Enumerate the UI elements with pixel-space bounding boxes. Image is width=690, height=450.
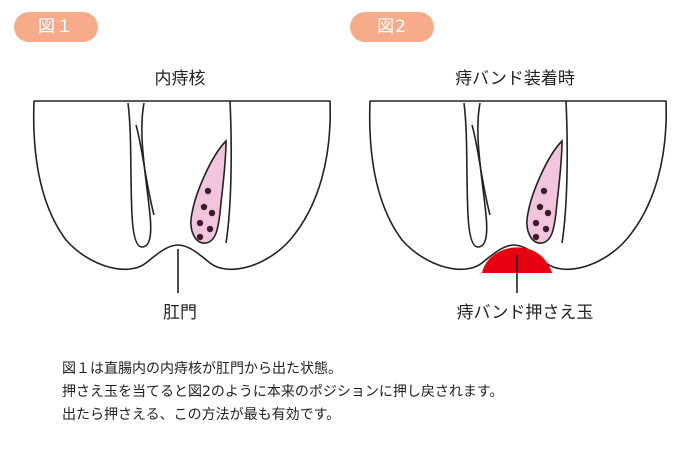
caption-line-2: 押さえ玉を当てると図2のように本来のポジションに押し戻されます。 xyxy=(62,384,504,400)
canal-inner-curve xyxy=(135,124,155,216)
anus-label: 肛門 xyxy=(163,303,197,323)
figure2-diagram xyxy=(368,100,668,293)
figure1-badge: 図１ xyxy=(14,12,98,42)
figure1-diagram xyxy=(32,100,332,293)
figure1-title: 内痔核 xyxy=(154,69,206,89)
caption-line-3: 出たら押さえる、この方法が最も有効です。 xyxy=(62,407,341,423)
hemorrhoid-dots xyxy=(196,187,216,241)
caption-line-1: 図１は直腸内の内痔核が肛門から出た状態。 xyxy=(62,361,342,377)
band-ball-label: 痔バンド押さえ玉 xyxy=(456,303,594,323)
figure2-title: 痔バンド装着時 xyxy=(455,69,575,89)
canal-wall-right xyxy=(225,100,232,244)
canal-inner-curve xyxy=(471,124,491,216)
hemorrhoid-dots xyxy=(532,187,552,241)
caption: 図１は直腸内の内痔核が肛門から出た状態。 押さえ玉を当てると図2のように本来のポ… xyxy=(62,358,662,427)
figure2-badge: 図2 xyxy=(350,12,434,42)
canal-wall-right xyxy=(561,100,568,244)
buttocks-outline xyxy=(32,100,332,271)
buttocks-outline xyxy=(368,100,668,271)
